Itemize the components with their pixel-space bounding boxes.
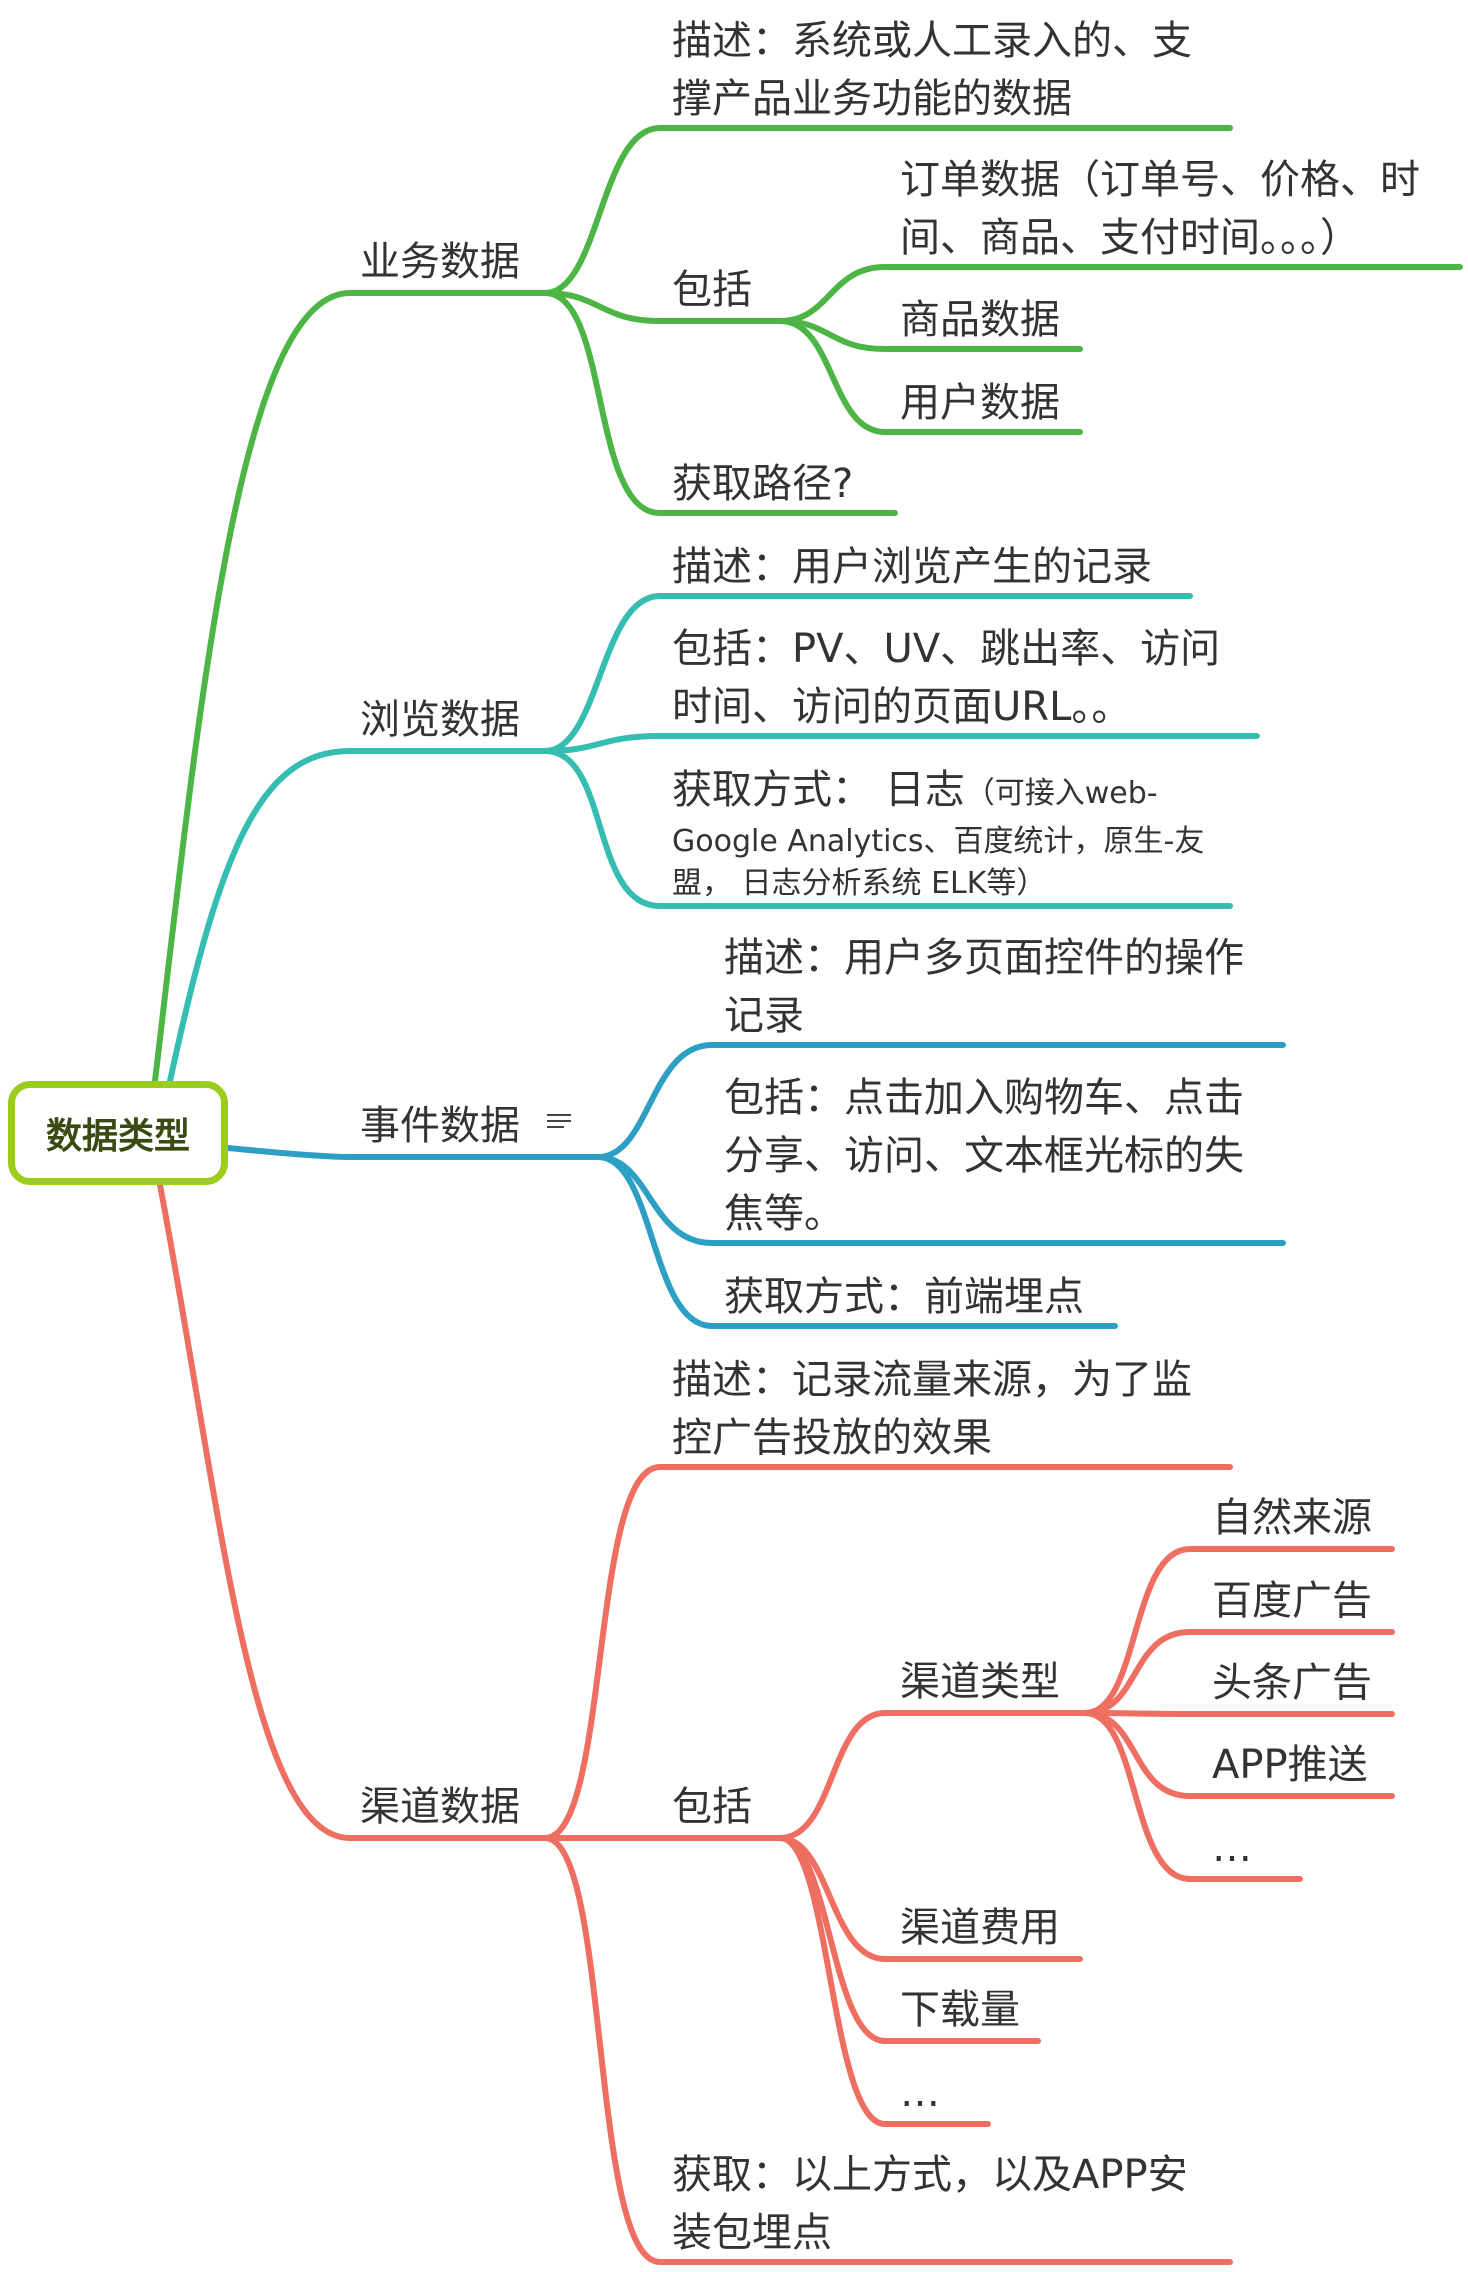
node-type-natural[interactable]: 自然来源 — [1212, 1489, 1372, 1547]
node-user[interactable]: 用户数据 — [900, 374, 1060, 432]
root-node[interactable]: 数据类型 — [8, 1081, 228, 1185]
node-event-include-line2[interactable]: 分享、访问、文本框光标的失 — [724, 1127, 1244, 1185]
node-order-line2[interactable]: 间、商品、支付时间。。。） — [900, 209, 1360, 267]
node-business[interactable]: 业务数据 — [360, 233, 520, 291]
node-event-include-line3[interactable]: 焦等。 — [724, 1185, 844, 1243]
browse-method-detail-1: （可接入web- — [965, 776, 1158, 811]
node-type-more[interactable]: … — [1212, 1819, 1252, 1877]
connector-browse-include — [545, 736, 1257, 751]
browse-method-prefix: 获取方式： 日志 — [672, 767, 965, 813]
node-business-include[interactable]: 包括 — [672, 261, 752, 319]
node-order-line1[interactable]: 订单数据（订单号、价格、时 — [900, 151, 1420, 209]
node-channel-cost[interactable]: 渠道费用 — [900, 1899, 1060, 1957]
connector-root-channel — [160, 1185, 545, 1838]
node-business-desc-line1[interactable]: 描述：系统或人工录入的、支 — [672, 12, 1192, 70]
node-browse[interactable]: 浏览数据 — [360, 691, 520, 749]
note-icon[interactable] — [547, 1114, 571, 1134]
node-type-toutiao[interactable]: 头条广告 — [1212, 1654, 1372, 1712]
node-channel-include[interactable]: 包括 — [672, 1778, 752, 1836]
connector-include-order — [780, 267, 1460, 321]
node-channel-desc-line1[interactable]: 描述：记录流量来源，为了监 — [672, 1351, 1192, 1409]
connector-root-browse — [170, 751, 545, 1081]
node-event-include-line1[interactable]: 包括：点击加入购物车、点击 — [724, 1069, 1244, 1127]
node-browse-method-line2[interactable]: Google Analytics、百度统计，原生-友 — [672, 820, 1204, 864]
connector-include-types — [780, 1713, 1085, 1838]
node-event[interactable]: 事件数据 — [360, 1097, 520, 1155]
node-product[interactable]: 商品数据 — [900, 291, 1060, 349]
node-channel-desc-line2[interactable]: 控广告投放的效果 — [672, 1409, 992, 1467]
node-channel[interactable]: 渠道数据 — [360, 1778, 520, 1836]
node-event-method[interactable]: 获取方式：前端埋点 — [724, 1268, 1084, 1326]
node-type-app[interactable]: APP推送 — [1212, 1736, 1368, 1794]
node-channel-source-line1[interactable]: 获取：以上方式，以及APP安 — [672, 2146, 1188, 2204]
node-channel-more[interactable]: … — [900, 2064, 940, 2122]
node-business-source[interactable]: 获取路径? — [672, 455, 853, 513]
node-event-desc-line1[interactable]: 描述：用户多页面控件的操作 — [724, 929, 1244, 987]
node-browse-method-line3[interactable]: 盟， 日志分析系统 ELK等） — [672, 862, 1046, 906]
node-channel-source-line2[interactable]: 装包埋点 — [672, 2204, 832, 2262]
node-browse-include-line2[interactable]: 时间、访问的页面URL。。 — [672, 678, 1131, 736]
connector-types-toutiao — [1085, 1713, 1392, 1714]
node-browse-include-line1[interactable]: 包括：PV、UV、跳出率、访问 — [672, 620, 1220, 678]
root-label: 数据类型 — [46, 1107, 190, 1159]
node-type-baidu[interactable]: 百度广告 — [1212, 1572, 1372, 1630]
node-browse-desc[interactable]: 描述：用户浏览产生的记录 — [672, 538, 1152, 596]
node-browse-method-line1[interactable]: 获取方式： 日志（可接入web- — [672, 761, 1158, 823]
node-channel-downloads[interactable]: 下载量 — [900, 1981, 1020, 2039]
node-business-desc-line2[interactable]: 撑产品业务功能的数据 — [672, 70, 1072, 128]
connector-root-business — [155, 293, 545, 1081]
node-channel-types[interactable]: 渠道类型 — [900, 1653, 1060, 1711]
node-event-desc-line2[interactable]: 记录 — [724, 987, 804, 1045]
